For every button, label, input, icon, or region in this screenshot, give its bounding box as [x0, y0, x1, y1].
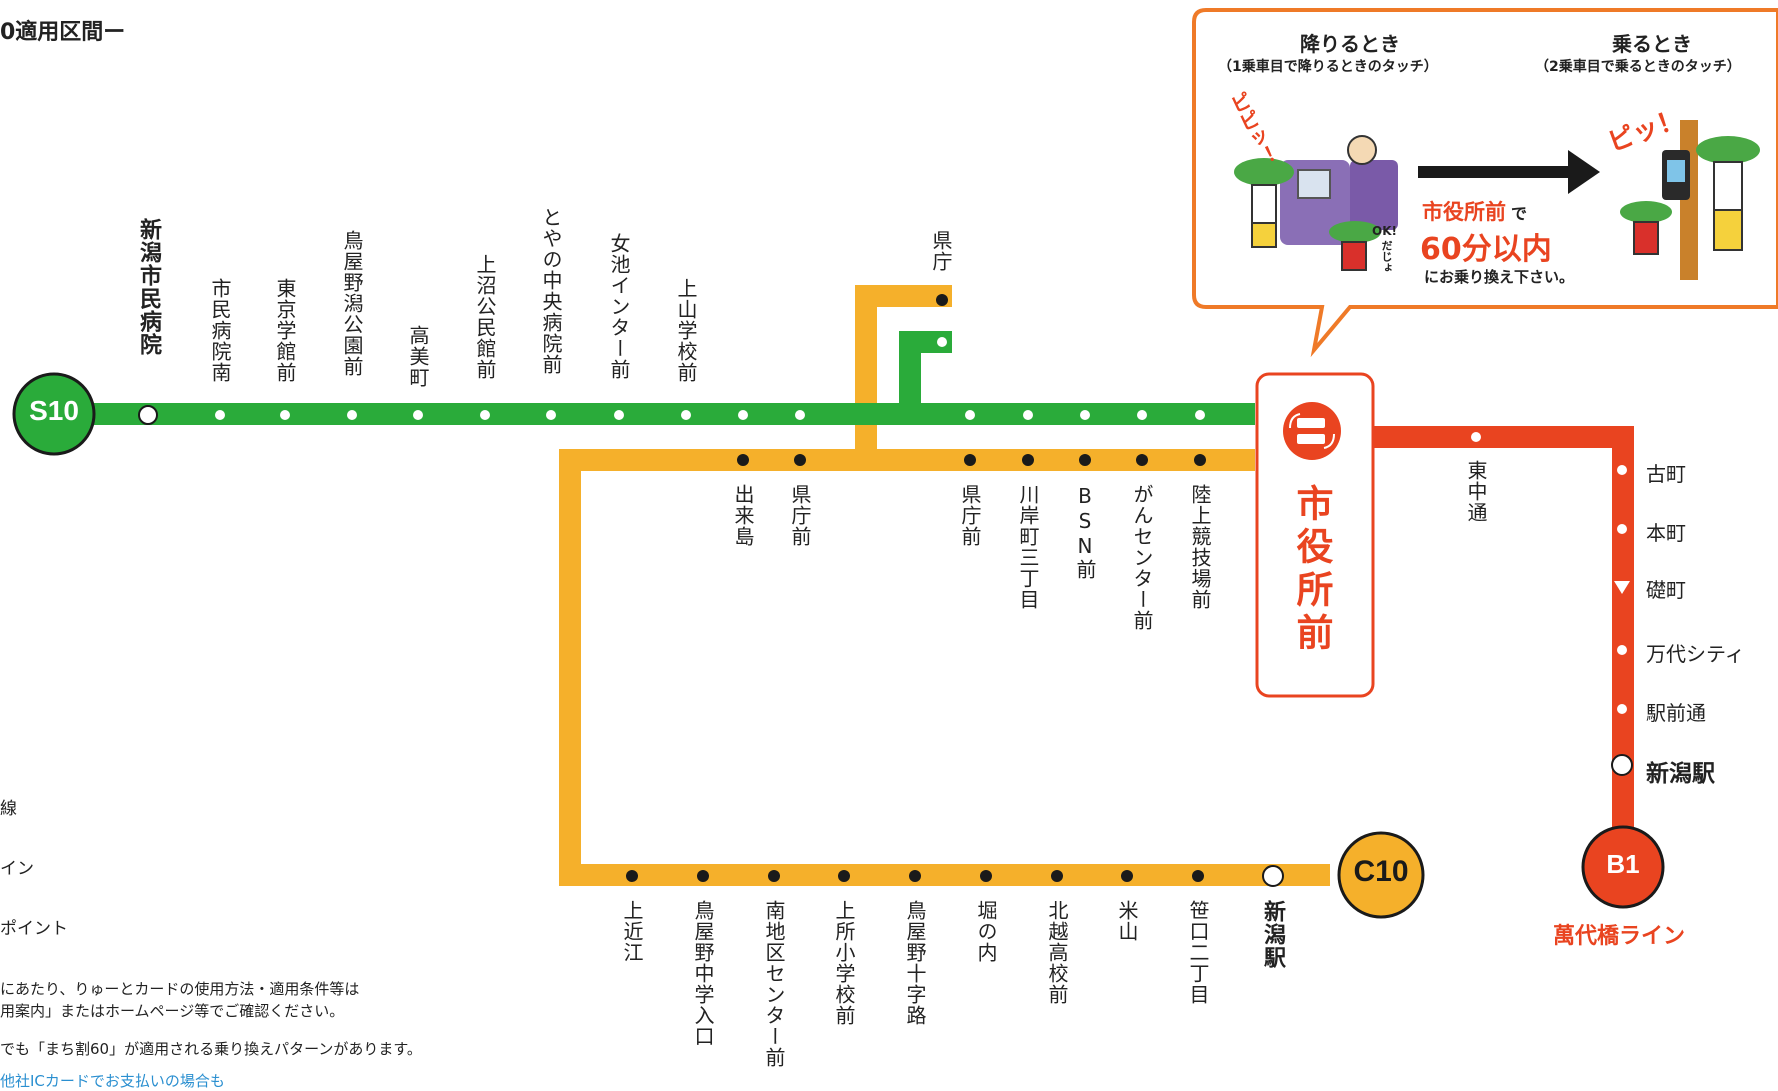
- b1-badge-label: B1: [1606, 849, 1640, 879]
- terminal-dot-niigata-station-c10: [1262, 865, 1284, 887]
- s10-badge-circle: [12, 372, 96, 456]
- stop-yellow-upper-4: BSN前: [1073, 484, 1097, 580]
- callout-bubble: [1192, 8, 1778, 358]
- stop-yellow-bottom-2: 南地区センター前: [762, 900, 786, 1068]
- terminal-dot-niigata-hospital: [138, 405, 158, 425]
- green-stop-dots: [215, 337, 1205, 420]
- legend-line: 線: [0, 799, 17, 819]
- stop-yellow-upper-2: 県庁前: [958, 484, 982, 547]
- hub-box: [1255, 372, 1375, 698]
- stop-yellow-upper-3: 川岸町三丁目: [1016, 484, 1040, 610]
- stop-red-2: 本町: [1646, 521, 1686, 545]
- stop-niigata-station-c10: 新潟駅: [1260, 900, 1285, 969]
- stop-yellow-bottom-0: 上近江: [620, 900, 644, 963]
- c10-badge-circle: [1337, 831, 1425, 919]
- callout-msg-time: 60分以内: [1420, 232, 1552, 267]
- stop-red-0: 東中通: [1464, 460, 1488, 523]
- stop-kencho-top: 県庁: [929, 230, 953, 272]
- stop-yellow-upper-5: がんセンター前: [1130, 484, 1154, 631]
- red-stop-dots: [1471, 432, 1627, 714]
- note-line-2: 用案内」またはホームページ等でご確認ください。: [0, 1002, 345, 1020]
- callout-left-title: 降りるとき: [1300, 32, 1400, 56]
- note-line-1: にあたり、りゅーとカードの使用方法・適用条件等は: [0, 980, 360, 998]
- mascot-illustration-right: [1620, 120, 1760, 280]
- callout-ok: OK!: [1372, 224, 1397, 238]
- hub-bus-circle: [1283, 402, 1341, 460]
- stop-green-3: 鳥屋野潟公園前: [340, 230, 364, 377]
- direction-triangle-icon: [1614, 581, 1630, 594]
- stop-yellow-bottom-6: 北越高校前: [1045, 900, 1069, 1005]
- stop-green-2: 東京学館前: [273, 278, 297, 383]
- stop-red-5: 駅前通: [1646, 701, 1706, 725]
- stop-niigata-city-hospital: 新潟市民病院: [136, 218, 161, 356]
- arrow-right-icon: [1418, 150, 1600, 194]
- yellow-stop-dots: [626, 294, 1206, 882]
- note-line-4: 他社ICカードでお支払いの場合も: [0, 1072, 225, 1090]
- stop-green-7: 女池インター前: [607, 233, 631, 380]
- stop-yellow-upper-0: 出来島: [731, 484, 755, 547]
- callout-msg-de: で: [1511, 204, 1528, 223]
- callout-msg-rest: にお乗り換え下さい。: [1424, 268, 1575, 286]
- stop-green-6: とやの中央病院前: [539, 207, 563, 375]
- stop-yellow-bottom-7: 米山: [1115, 900, 1139, 942]
- stop-niigata-station-b1: 新潟駅: [1646, 761, 1715, 787]
- note-line-3: でも「まち割60」が適用される乗り換えパターンがあります。: [0, 1040, 422, 1058]
- page-title: 0適用区間ー: [0, 20, 126, 45]
- stop-yellow-bottom-1: 鳥屋野中学入口: [691, 900, 715, 1047]
- stop-green-8: 上山学校前: [674, 278, 698, 383]
- b1-route-name: 萬代橋ライン: [1553, 924, 1686, 949]
- callout-right-title: 乗るとき: [1612, 32, 1692, 56]
- hub-name: 市役所前: [1290, 484, 1333, 656]
- legend-point: ポイント: [0, 919, 68, 939]
- callout-dajo: だじょ: [1380, 240, 1393, 273]
- callout-right-sub: （2乗車目で乗るときのタッチ）: [1535, 59, 1741, 75]
- stop-yellow-bottom-4: 鳥屋野十字路: [903, 900, 927, 1026]
- stop-yellow-bottom-3: 上所小学校前: [832, 900, 856, 1026]
- stop-yellow-bottom-5: 堀の内: [974, 900, 998, 963]
- stop-green-4: 高美町: [406, 325, 430, 388]
- stop-yellow-bottom-8: 笹口二丁目: [1186, 900, 1210, 1005]
- c10-badge-label: C10: [1353, 855, 1409, 888]
- stop-green-1: 市民病院南: [208, 278, 232, 383]
- b1-route-line: [1360, 426, 1634, 865]
- stop-green-5: 上沼公民館前: [473, 254, 497, 380]
- callout-left-sub: （1乗車目で降りるときのタッチ）: [1218, 59, 1438, 75]
- stop-yellow-upper-1: 県庁前: [788, 484, 812, 547]
- b1-badge-circle: [1581, 825, 1665, 909]
- mascot-illustration-left: [1234, 135, 1398, 271]
- legend-line-item: イン: [0, 859, 34, 879]
- stop-red-4: 万代シティ: [1646, 642, 1745, 666]
- bus-transfer-icon: [1289, 413, 1335, 449]
- stop-red-3: 礎町: [1646, 578, 1686, 602]
- terminal-dot-niigata-station-b1: [1611, 754, 1633, 776]
- stop-red-1: 古町: [1646, 462, 1686, 486]
- s10-badge-label: S10: [29, 395, 79, 426]
- stop-yellow-upper-6: 陸上競技場前: [1188, 484, 1212, 610]
- callout-msg-stop: 市役所前: [1422, 200, 1506, 224]
